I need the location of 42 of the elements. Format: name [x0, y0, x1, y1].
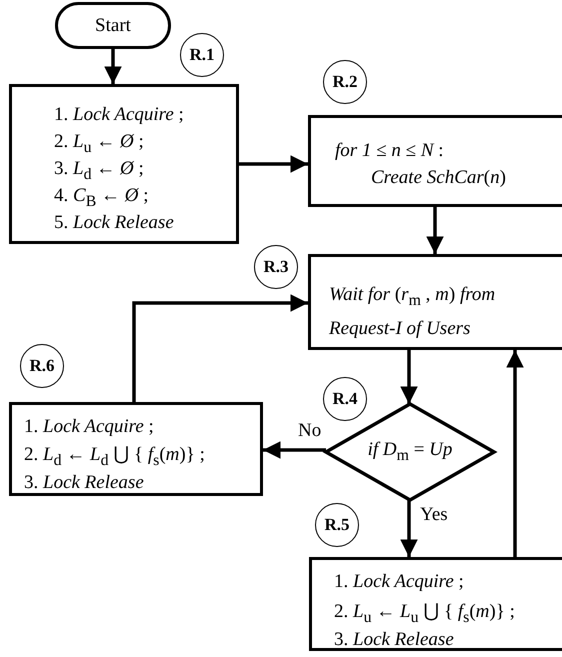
- step-number: R.2: [332, 72, 358, 92]
- step-text: 2. L$_{d}$ ← L$_{d}$ ⋃ { f$_{s}$(m)} ;: [24, 445, 205, 469]
- step-number: R.5: [324, 515, 350, 535]
- step-text: Wait for (r$_{m}$ , m) from Request-I of Users: [329, 283, 496, 341]
- step-marker: [323, 377, 367, 421]
- step-number: R.6: [29, 356, 55, 376]
- step-text: 3. Lock Release: [24, 473, 144, 492]
- step-text: 1. Lock Acquire ;: [24, 417, 154, 436]
- step-number: R.4: [332, 389, 358, 409]
- process-box: [9, 84, 239, 244]
- step-number: R.3: [263, 257, 289, 277]
- arrow: [239, 155, 308, 173]
- arrow: [263, 441, 326, 459]
- step-text: 3. L$_{d}$ ← Ø ;: [54, 159, 144, 183]
- step-text: 5. Lock Release: [54, 213, 174, 232]
- step-text: 2. L$_{u}$ ← L$_{u}$ ⋃ { f$_{s}$(m)} ;: [334, 602, 515, 626]
- process-box: [309, 557, 562, 651]
- step-text: 1. Lock Acquire ;: [54, 105, 184, 124]
- step-text: 4. C$_{B}$ ← Ø ;: [54, 186, 149, 210]
- arrow: [400, 350, 418, 404]
- step-text: Create SchCar(n): [371, 168, 506, 187]
- step-text: for 1 ≤ n ≤ N :: [335, 141, 444, 160]
- step-number: R.1: [189, 45, 215, 65]
- terminal-text: Start: [95, 14, 131, 36]
- step-marker: [20, 344, 64, 388]
- arrow: [506, 350, 524, 557]
- process-box: [9, 402, 263, 496]
- condition-text: if D$_{m}$ = Up: [368, 439, 452, 465]
- arrow: [426, 207, 444, 254]
- step-text: 2. L$_{u}$ ← Ø ;: [54, 132, 144, 156]
- step-marker: [323, 60, 367, 104]
- arrow: [132, 294, 308, 402]
- step-marker: [315, 503, 359, 547]
- process-box: [308, 115, 562, 207]
- step-marker: [180, 33, 224, 77]
- step-marker: [254, 245, 298, 289]
- arrow: [104, 49, 122, 84]
- process-box: [308, 254, 562, 350]
- start-terminal: [55, 2, 171, 49]
- step-text: 1. Lock Acquire ;: [334, 572, 464, 591]
- step-text: 3. Lock Release: [334, 630, 454, 649]
- arrow: [400, 500, 418, 557]
